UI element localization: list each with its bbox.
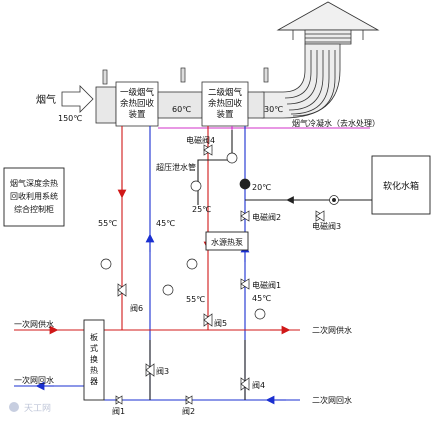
temp-60: 60℃ — [172, 105, 191, 114]
flue-duct — [95, 81, 265, 127]
plate-exchanger-char-1: 板 — [90, 332, 98, 342]
pump-icon — [239, 178, 339, 205]
secondary-return-right-label: 二次网回水 — [312, 395, 352, 405]
valve-icon — [115, 144, 325, 405]
plate-exchanger-char-3: 换 — [90, 354, 98, 364]
temp-45-mid-label: 45℃ — [252, 294, 271, 303]
temp-20-label: 20℃ — [252, 183, 271, 192]
gauge-icon — [100, 152, 266, 320]
valve-5-label: 阀5 — [214, 319, 227, 328]
solenoid-valve-4-label: 电磁阀4 — [186, 135, 215, 145]
watermark-logo: 天工网 — [9, 402, 51, 414]
stage1-line1: 一级烟气 — [120, 87, 155, 98]
plate-exchanger-char-5: 器 — [90, 377, 98, 386]
watermark-text: 天工网 — [24, 403, 51, 414]
plate-heat-exchanger — [83, 319, 105, 401]
stage1-line2: 余热回收 — [120, 98, 155, 109]
stage2-line2: 余热回收 — [208, 98, 243, 109]
control-cabinet — [3, 167, 65, 227]
control-cabinet-line1: 烟气深度余热 — [10, 178, 58, 188]
softened-water-tank — [371, 155, 431, 215]
temp-55-mid-label: 55℃ — [186, 295, 205, 304]
thermometer-icon — [102, 67, 269, 85]
secondary-supply-right-label: 二次网供水 — [312, 325, 352, 335]
softened-tank-label: 软化水箱 — [383, 180, 419, 192]
temp-55-left-label: 55℃ — [98, 219, 117, 228]
temp-25-label: 25℃ — [192, 205, 211, 214]
overpressure-pipe-label: 超压泄水管 — [156, 162, 196, 172]
temp-30: 30℃ — [264, 105, 283, 114]
temp-45-top-label: 45℃ — [156, 219, 175, 228]
secondary-supply-left-label: 一次网供水 — [14, 319, 54, 329]
valve-1-label: 阀1 — [112, 407, 125, 416]
stage1-line3: 装置 — [128, 109, 146, 120]
water-source-heat-pump — [205, 231, 249, 251]
solenoid-valve-3-label: 电磁阀3 — [312, 221, 341, 231]
stage2-line3: 装置 — [216, 109, 234, 120]
valve-2-label: 阀2 — [182, 407, 195, 416]
chimney — [261, 1, 380, 119]
stage2-line1: 二级烟气 — [208, 87, 243, 98]
flue-condensate-label: 烟气冷凝水（去水处理） — [292, 118, 380, 128]
plate-exchanger-char-4: 热 — [90, 365, 98, 375]
flue-gas-temp: 150℃ — [58, 114, 82, 123]
valve-4-label: 阀4 — [252, 381, 265, 390]
primary-return-left-label: 一次网回水 — [14, 375, 54, 385]
solenoid-valve-2-label: 电磁阀2 — [252, 212, 281, 222]
valve-6-label: 阀6 — [130, 304, 143, 313]
heat-pump-label: 水源热泵 — [211, 237, 243, 247]
flue-gas-inlet-arrow — [61, 85, 94, 113]
flue-gas-label: 烟气 — [36, 93, 56, 106]
solenoid-valve-1-label: 电磁阀1 — [252, 280, 281, 290]
plate-exchanger-char-2: 式 — [90, 343, 98, 353]
control-cabinet-line2: 回收利用系统 — [10, 191, 58, 201]
control-cabinet-line3: 综合控制柜 — [14, 204, 54, 214]
valve-3-label: 阀3 — [156, 367, 169, 376]
